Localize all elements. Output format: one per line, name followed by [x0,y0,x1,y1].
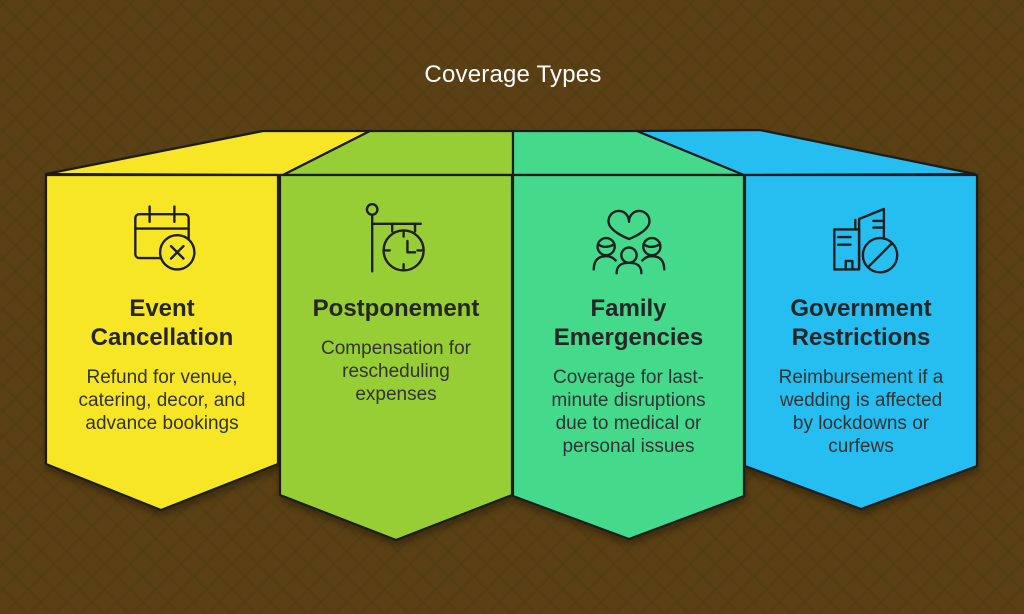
card-title: Family Emergencies [553,295,704,351]
street-clock-icon [365,203,425,273]
card-title: Event Cancellation [90,295,234,351]
card-description: Compensation for rescheduling expenses [321,338,471,405]
family-heart-icon [592,209,665,275]
card-title: Government Restrictions [790,295,932,351]
card1-front-shape [44,173,280,512]
card-description: Coverage for last- minute disruptions du… [551,367,706,457]
card-postponement: Postponement Compensation for rescheduli… [280,175,512,406]
building-ban-icon [833,207,899,274]
card-family-emergencies: Family Emergencies Coverage for last- mi… [513,175,744,458]
card4-front-shape [743,173,979,511]
card-title: Postponement [312,295,480,322]
card2-front-shape [278,173,514,542]
card3-front-shape [511,173,746,541]
card-government-restrictions: Government Restrictions Reimbursement if… [745,175,977,458]
page-title: Coverage Types [424,61,602,88]
card-event-cancellation: Event Cancellation Refund for venue, cat… [46,175,278,435]
card-description: Refund for venue, catering, decor, and a… [78,367,246,434]
calendar-cancel-icon [134,205,196,271]
card-description: Reimbursement if a wedding is affected b… [778,367,944,457]
